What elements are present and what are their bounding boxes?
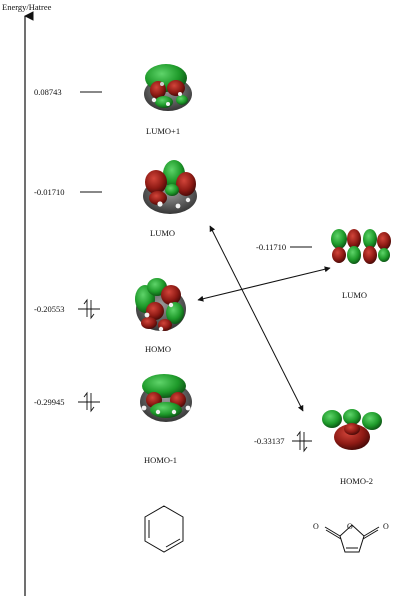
- cyclohexadiene-structure: [144, 505, 184, 553]
- orbital-image-right-homo-2: [322, 409, 382, 450]
- energy-value: -0.11710: [256, 242, 286, 252]
- electron-pair-icon: [83, 298, 95, 320]
- orbital-label: LUMO+1: [146, 126, 180, 136]
- orbital-label: LUMO: [150, 228, 175, 238]
- oxygen-label: O: [347, 522, 353, 531]
- orbital-image-lumo-plus-1: [144, 64, 192, 111]
- level-lumo-plus-1: 0.08743 LUMO+1: [34, 87, 180, 136]
- orbital-label: HOMO-1: [144, 455, 177, 465]
- energy-value: -0.20553: [34, 304, 64, 314]
- orbital-image-homo: [135, 278, 186, 332]
- orbital-image-homo-minus-1: [140, 374, 192, 422]
- energy-value: -0.01710: [34, 187, 64, 197]
- lumo-homo2-interaction-arrow: [209, 225, 304, 412]
- energy-value: -0.29945: [34, 397, 64, 407]
- electron-pair-icon: [83, 391, 95, 413]
- orbital-image-right-lumo: [331, 229, 391, 264]
- maleic-anhydride-structure: [324, 524, 380, 553]
- energy-value: 0.08743: [34, 87, 62, 97]
- level-lumo: -0.01710 LUMO: [34, 187, 175, 238]
- axis-label: Energy/Hatree: [2, 2, 52, 12]
- homo-lumo-interaction-arrow: [197, 266, 331, 302]
- oxygen-label: O: [383, 522, 389, 531]
- level-homo-minus-1: -0.29945 HOMO-1: [34, 391, 177, 465]
- orbital-label: HOMO-2: [340, 476, 373, 486]
- orbital-image-lumo: [143, 160, 197, 214]
- level-right-homo-2: -0.33137 HOMO-2: [254, 430, 373, 486]
- electron-pair-icon: [296, 430, 308, 453]
- energy-value: -0.33137: [254, 436, 284, 446]
- orbital-label: HOMO: [145, 344, 171, 354]
- level-homo: -0.20553 HOMO: [34, 298, 171, 354]
- left-levels: 0.08743 LUMO+1 -0.01710 LUMO -0.20553 HO…: [34, 87, 180, 465]
- oxygen-label: O: [313, 522, 319, 531]
- orbital-label: LUMO: [342, 290, 367, 300]
